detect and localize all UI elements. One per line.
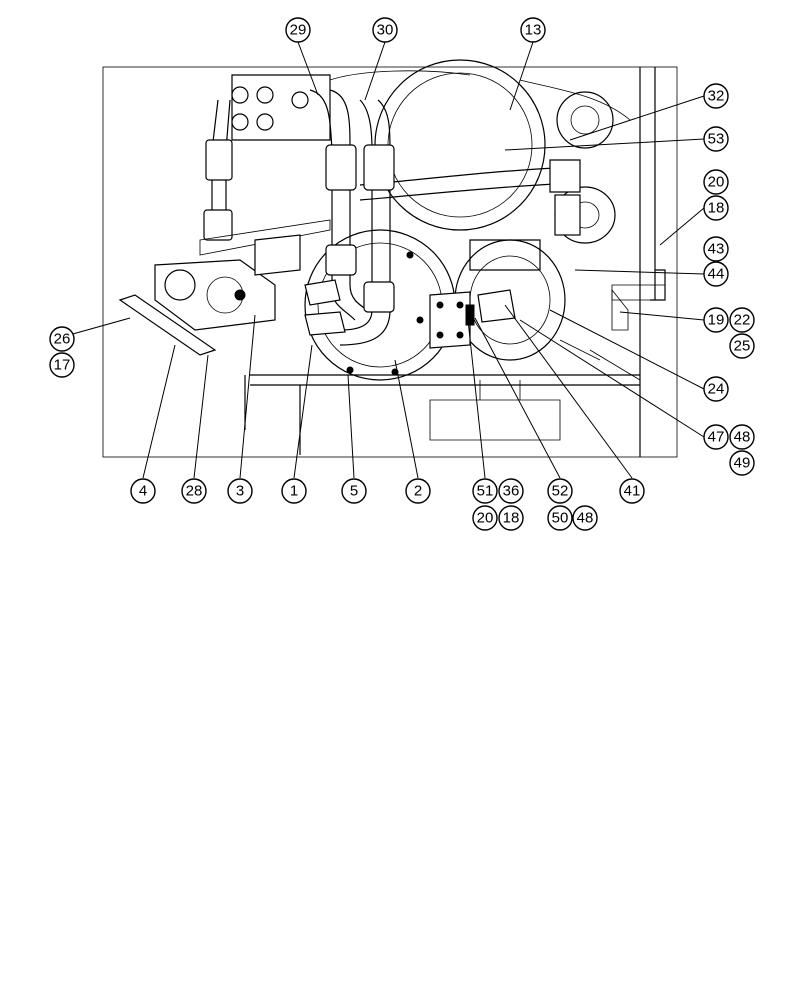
callout-label: 20 (477, 510, 494, 527)
callout-label: 17 (54, 357, 71, 374)
callout-label: 47 (708, 429, 725, 446)
callout-18: 18 (703, 195, 729, 221)
callout-44: 44 (703, 261, 729, 287)
callout-label: 3 (236, 483, 244, 500)
callout-label: 48 (577, 510, 594, 527)
callout-49: 49 (729, 450, 755, 476)
callout-48: 48 (729, 424, 755, 450)
callout-36: 36 (498, 478, 524, 504)
callout-48: 48 (572, 505, 598, 531)
callouts: 29 30 13 32 53 20 18 43 44 19 22 25 26 1… (49, 17, 755, 531)
leader-lines (61, 41, 705, 479)
callout-13: 13 (520, 17, 546, 43)
callout-label: 29 (290, 22, 307, 39)
callout-18: 18 (498, 505, 524, 531)
callout-label: 44 (708, 266, 725, 283)
callout-22: 22 (729, 307, 755, 333)
callout-label: 18 (708, 200, 725, 217)
callout-label: 36 (503, 483, 520, 500)
callout-label: 32 (708, 88, 725, 105)
callout-label: 28 (186, 483, 203, 500)
callout-29: 29 (285, 17, 311, 43)
callout-label: 25 (734, 338, 751, 355)
callout-label: 43 (708, 241, 725, 258)
callout-label: 53 (708, 131, 725, 148)
callout-4: 4 (130, 478, 156, 504)
callout-label: 2 (414, 483, 422, 500)
callout-label: 48 (734, 429, 751, 446)
callout-53: 53 (703, 126, 729, 152)
callout-label: 30 (377, 22, 394, 39)
callout-30: 30 (372, 17, 398, 43)
illustration-frame (102, 66, 678, 458)
callout-24: 24 (703, 376, 729, 402)
callout-label: 5 (350, 483, 358, 500)
callout-17: 17 (49, 352, 75, 378)
callout-label: 19 (708, 312, 725, 329)
assembly-illustration (102, 59, 678, 458)
callout-label: 41 (624, 483, 641, 500)
callout-50: 50 (547, 505, 573, 531)
callout-25: 25 (729, 333, 755, 359)
callout-label: 50 (552, 510, 569, 527)
callout-32: 32 (703, 83, 729, 109)
callout-label: 24 (708, 381, 725, 398)
callout-20: 20 (472, 505, 498, 531)
callout-1: 1 (281, 478, 307, 504)
callout-47: 47 (703, 424, 729, 450)
callout-43: 43 (703, 236, 729, 262)
callout-26: 26 (49, 326, 75, 352)
callout-label: 4 (139, 483, 147, 500)
callout-28: 28 (181, 478, 207, 504)
callout-label: 13 (525, 22, 542, 39)
callout-label: 51 (477, 483, 494, 500)
callout-19: 19 (703, 307, 729, 333)
callout-label: 52 (552, 483, 569, 500)
callout-5: 5 (341, 478, 367, 504)
callout-52: 52 (547, 478, 573, 504)
callout-label: 22 (734, 312, 751, 329)
callout-label: 20 (708, 174, 725, 191)
callout-label: 1 (290, 483, 298, 500)
callout-label: 49 (734, 455, 751, 472)
callout-3: 3 (227, 478, 253, 504)
callout-41: 41 (619, 478, 645, 504)
callout-2: 2 (405, 478, 431, 504)
callout-51: 51 (472, 478, 498, 504)
callout-label: 26 (54, 331, 71, 348)
callout-label: 18 (503, 510, 520, 527)
callout-20: 20 (703, 169, 729, 195)
